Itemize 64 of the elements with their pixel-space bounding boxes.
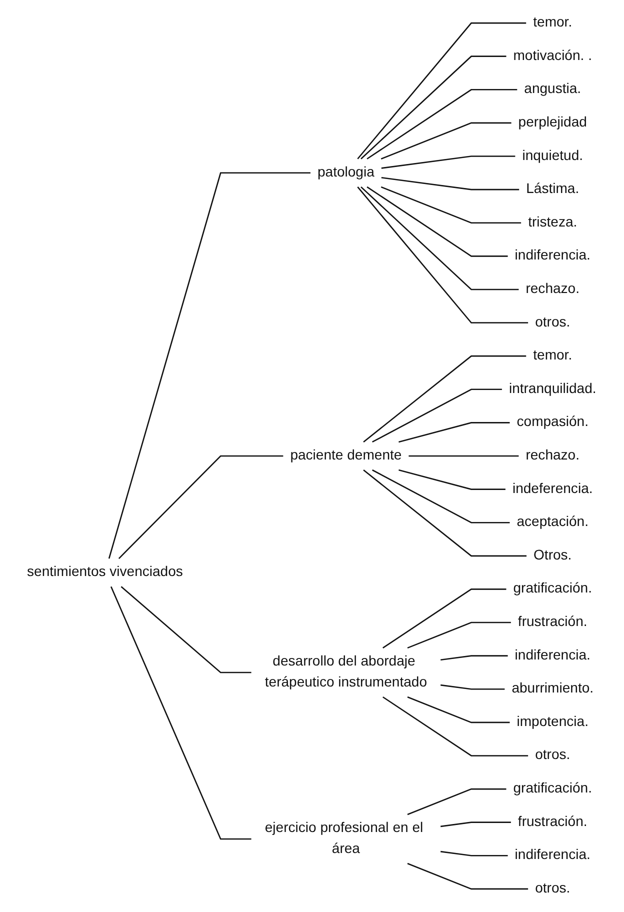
node-text: frustración. [518, 614, 588, 630]
node-text: aburrimiento. [512, 681, 594, 696]
node-text: otros. [535, 314, 570, 330]
connector [358, 22, 526, 160]
connector [409, 455, 520, 457]
connector [367, 186, 508, 257]
node-text: gratificación. [514, 781, 592, 796]
node-text: rechazo. [526, 282, 580, 296]
connector [118, 455, 284, 559]
connector [408, 862, 528, 890]
connector [363, 355, 526, 442]
node-text: indiferencia. [515, 848, 591, 863]
node-text: rechazo. [526, 448, 580, 464]
node-text: motivación. . [514, 48, 592, 64]
node-text: Otros. [534, 548, 572, 563]
connector [398, 469, 506, 490]
connector [360, 186, 520, 290]
connector [408, 622, 512, 649]
node-text: temor. [533, 348, 572, 364]
node-text: frustración. [518, 814, 588, 830]
connector [440, 822, 512, 828]
connector [408, 788, 507, 816]
node-text: otros. [535, 748, 570, 763]
node-text: perplejidad [518, 115, 588, 130]
connector [382, 696, 528, 756]
node-text: gratificación. [514, 581, 592, 596]
connector [382, 588, 507, 648]
node-text: paciente demente [290, 448, 402, 464]
connector [382, 176, 520, 190]
connector [358, 186, 528, 324]
node-text: otros. [535, 881, 570, 896]
connector [121, 586, 252, 674]
connector [381, 122, 512, 160]
connector [440, 655, 508, 661]
node-text: temor. [533, 15, 572, 30]
node-text: ejercicio profesional en el área [265, 820, 424, 857]
node-text: patologia [318, 165, 375, 180]
connector [440, 850, 508, 856]
node-text: indeferencia. [512, 481, 594, 496]
node-text: intranquilidad. [509, 381, 597, 396]
connector [367, 88, 518, 160]
node-text: impotencia. [517, 714, 589, 730]
node-text: indiferencia. [515, 648, 591, 663]
connector [108, 172, 311, 559]
connector [381, 186, 522, 224]
connector [360, 56, 507, 160]
connector [110, 586, 252, 840]
connector [372, 388, 502, 443]
connector [440, 684, 506, 690]
connector [398, 422, 510, 443]
connector [363, 470, 527, 557]
node-text: indiferencia. [515, 248, 591, 264]
node-text: desarrollo del abordaje terápeutico instrumentado [265, 654, 428, 690]
node-text: sentimientos vivenciados [27, 564, 184, 580]
node-text: tristeza. [528, 214, 578, 230]
connector [382, 156, 516, 169]
node-text: aceptación. [517, 514, 589, 530]
connector [408, 696, 510, 724]
node-text: angustia. [524, 82, 582, 97]
node-text: Lástima. [526, 182, 580, 197]
tree-diagram: sentimientos vivenciados patologia temor. motivación. . angustia. perplejidad inquietud. Lástima. tristeza. indiferencia. rechazo. otros. paciente demente temor. intranquilidad. compasión. rechazo. indeferencia. aceptación. Otros. desarrollo del abordaje terápeutico instrumentado gratificación. frustración. indiferencia. aburrimiento. impotencia. otros. ejercicio profesional en el área gratificación. frustración. indiferencia. otros. [13, 2, 611, 910]
connector [372, 469, 510, 524]
node-text: inquietud. [522, 148, 584, 164]
node-text: compasión. [517, 414, 589, 430]
